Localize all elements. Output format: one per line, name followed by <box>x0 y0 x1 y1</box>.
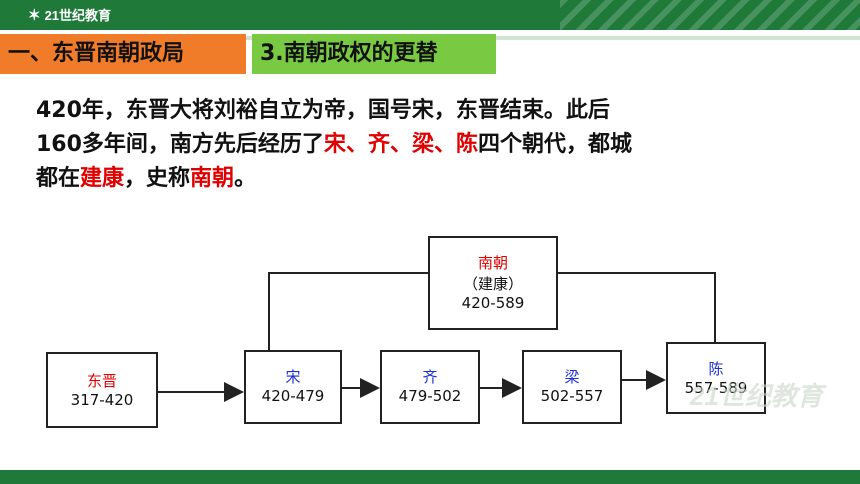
box-nanchao: 南朝 （建康） 420-589 <box>428 236 558 330</box>
dongjin-years: 317-420 <box>70 391 134 409</box>
site-logo: ✶ 21世纪教育 <box>28 5 111 24</box>
logo-text: 21世纪教育 <box>44 8 112 23</box>
liang-years: 502-557 <box>540 387 604 405</box>
song-years: 420-479 <box>261 387 325 405</box>
connector-top-right-down <box>714 272 716 342</box>
song-name: 宋 <box>285 368 301 386</box>
liang-name: 梁 <box>564 368 580 386</box>
para-line-3: 都在建康，史称南朝。 <box>36 166 257 191</box>
nanchao-name: 南朝 <box>477 254 508 272</box>
nanchao-highlight: 南朝 <box>190 166 235 191</box>
runner-icon: ✶ <box>28 6 41 24</box>
bottom-banner <box>0 470 860 484</box>
box-chen: 陈 557-589 <box>666 342 766 414</box>
capital-highlight: 建康 <box>80 166 125 191</box>
chen-years: 557-589 <box>684 379 748 397</box>
banner-stripes <box>560 0 860 30</box>
box-qi: 齐 479-502 <box>380 350 480 424</box>
body-paragraph: 420年，东晋大将刘裕自立为帝，国号宋，东晋结束。此后 160多年间，南方先后经… <box>36 94 826 196</box>
qi-name: 齐 <box>422 368 438 386</box>
box-song: 宋 420-479 <box>244 350 342 424</box>
qi-years: 479-502 <box>398 387 462 405</box>
connector-top-right-horizontal <box>556 272 716 274</box>
watermark-logo: 21世纪教育 <box>690 381 823 411</box>
top-banner: ✶ 21世纪教育 <box>0 0 860 30</box>
chen-name: 陈 <box>708 360 724 378</box>
nanchao-capital: （建康） <box>462 275 523 293</box>
connector-top-left-horizontal <box>268 272 430 274</box>
box-dongjin: 东晋 317-420 <box>46 352 158 428</box>
dynasties-highlight: 宋、齐、梁、陈 <box>323 132 478 157</box>
para-line-1: 420年，东晋大将刘裕自立为帝，国号宋，东晋结束。此后 <box>36 98 610 123</box>
box-liang: 梁 502-557 <box>522 350 622 424</box>
section-title: 一、东晋南朝政局 <box>0 34 246 74</box>
para-line-2: 160多年间，南方先后经历了宋、齐、梁、陈四个朝代，都城 <box>36 132 632 157</box>
nanchao-years: 420-589 <box>461 294 525 312</box>
lesson-title: 3.南朝政权的更替 <box>252 34 496 74</box>
dongjin-name: 东晋 <box>86 372 117 390</box>
connector-top-left-up <box>268 272 270 350</box>
